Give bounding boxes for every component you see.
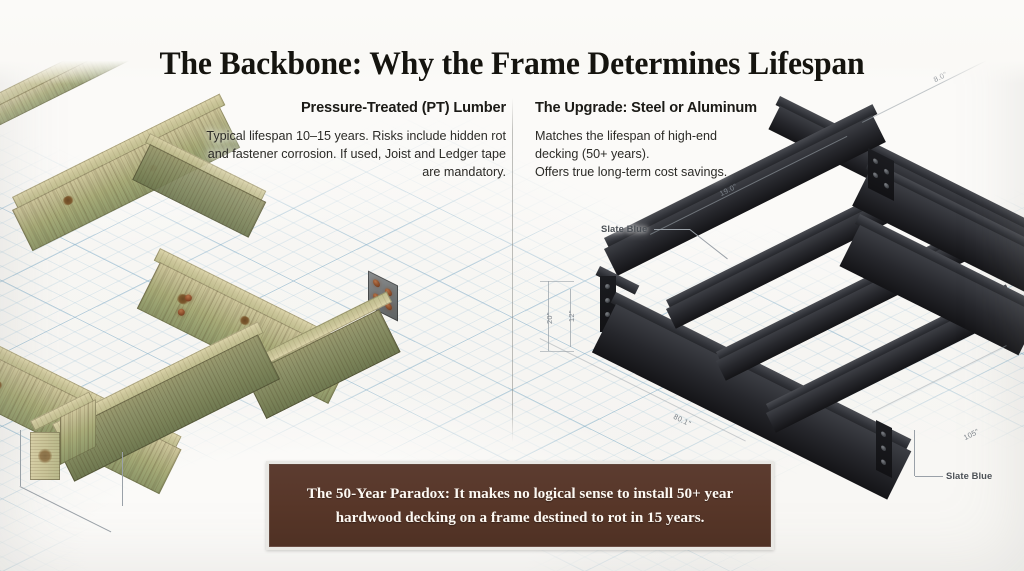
steel-bolt: [881, 430, 886, 438]
wood-knot: [0, 378, 5, 392]
paradox-banner-text: The 50-Year Paradox: It makes no logical…: [306, 485, 734, 526]
steel-bolt: [884, 167, 889, 176]
right-column-body-line-2: decking (50+ years).: [535, 146, 650, 161]
callout-label-lower: Slate Blue: [946, 470, 993, 481]
column-divider: [512, 98, 513, 442]
page-title: The Backbone: Why the Frame Determines L…: [159, 46, 865, 83]
left-column: Pressure-Treated (PT) Lumber Typical lif…: [206, 100, 506, 181]
steel-bolt: [605, 298, 610, 303]
left-column-heading: Pressure-Treated (PT) Lumber: [300, 100, 506, 116]
steel-bolt: [881, 458, 886, 466]
steel-bolt: [884, 181, 889, 190]
wood-knot: [60, 193, 76, 208]
left-column-body: Typical lifespan 10–15 years. Risks incl…: [206, 128, 506, 180]
right-column-body-line-3: Offers true long-term cost savings.: [535, 165, 728, 179]
paradox-banner: The 50-Year Paradox: It makes no logical…: [266, 461, 774, 550]
right-column-body-line-1: Matches the lifespan of high-end: [535, 128, 718, 143]
right-column: The Upgrade: Steel or Aluminum Matches t…: [535, 100, 835, 181]
corroded-fastener: [176, 307, 186, 317]
steel-bolt: [605, 284, 610, 289]
right-column-body: Matches the lifespan of high-end decking…: [535, 127, 835, 182]
paradox-banner-inner: The 50-Year Paradox: It makes no logical…: [269, 464, 771, 547]
steel-bolt: [881, 444, 886, 452]
dimension-steel-height-inner: 12": [567, 310, 576, 322]
steel-bolt: [605, 312, 610, 317]
end-grain-rings: [38, 448, 52, 464]
callout-label-upper: Slate Blue: [601, 223, 648, 234]
steel-bolt: [873, 157, 878, 165]
dimension-steel-height-outer: 20": [545, 312, 554, 324]
right-column-heading: The Upgrade: Steel or Aluminum: [535, 100, 757, 116]
pt-cut-block-end-grain: [30, 432, 60, 480]
steel-bolt-cluster-lower: [876, 420, 892, 478]
plate-bolt: [373, 278, 380, 289]
steel-bolt: [873, 171, 878, 179]
